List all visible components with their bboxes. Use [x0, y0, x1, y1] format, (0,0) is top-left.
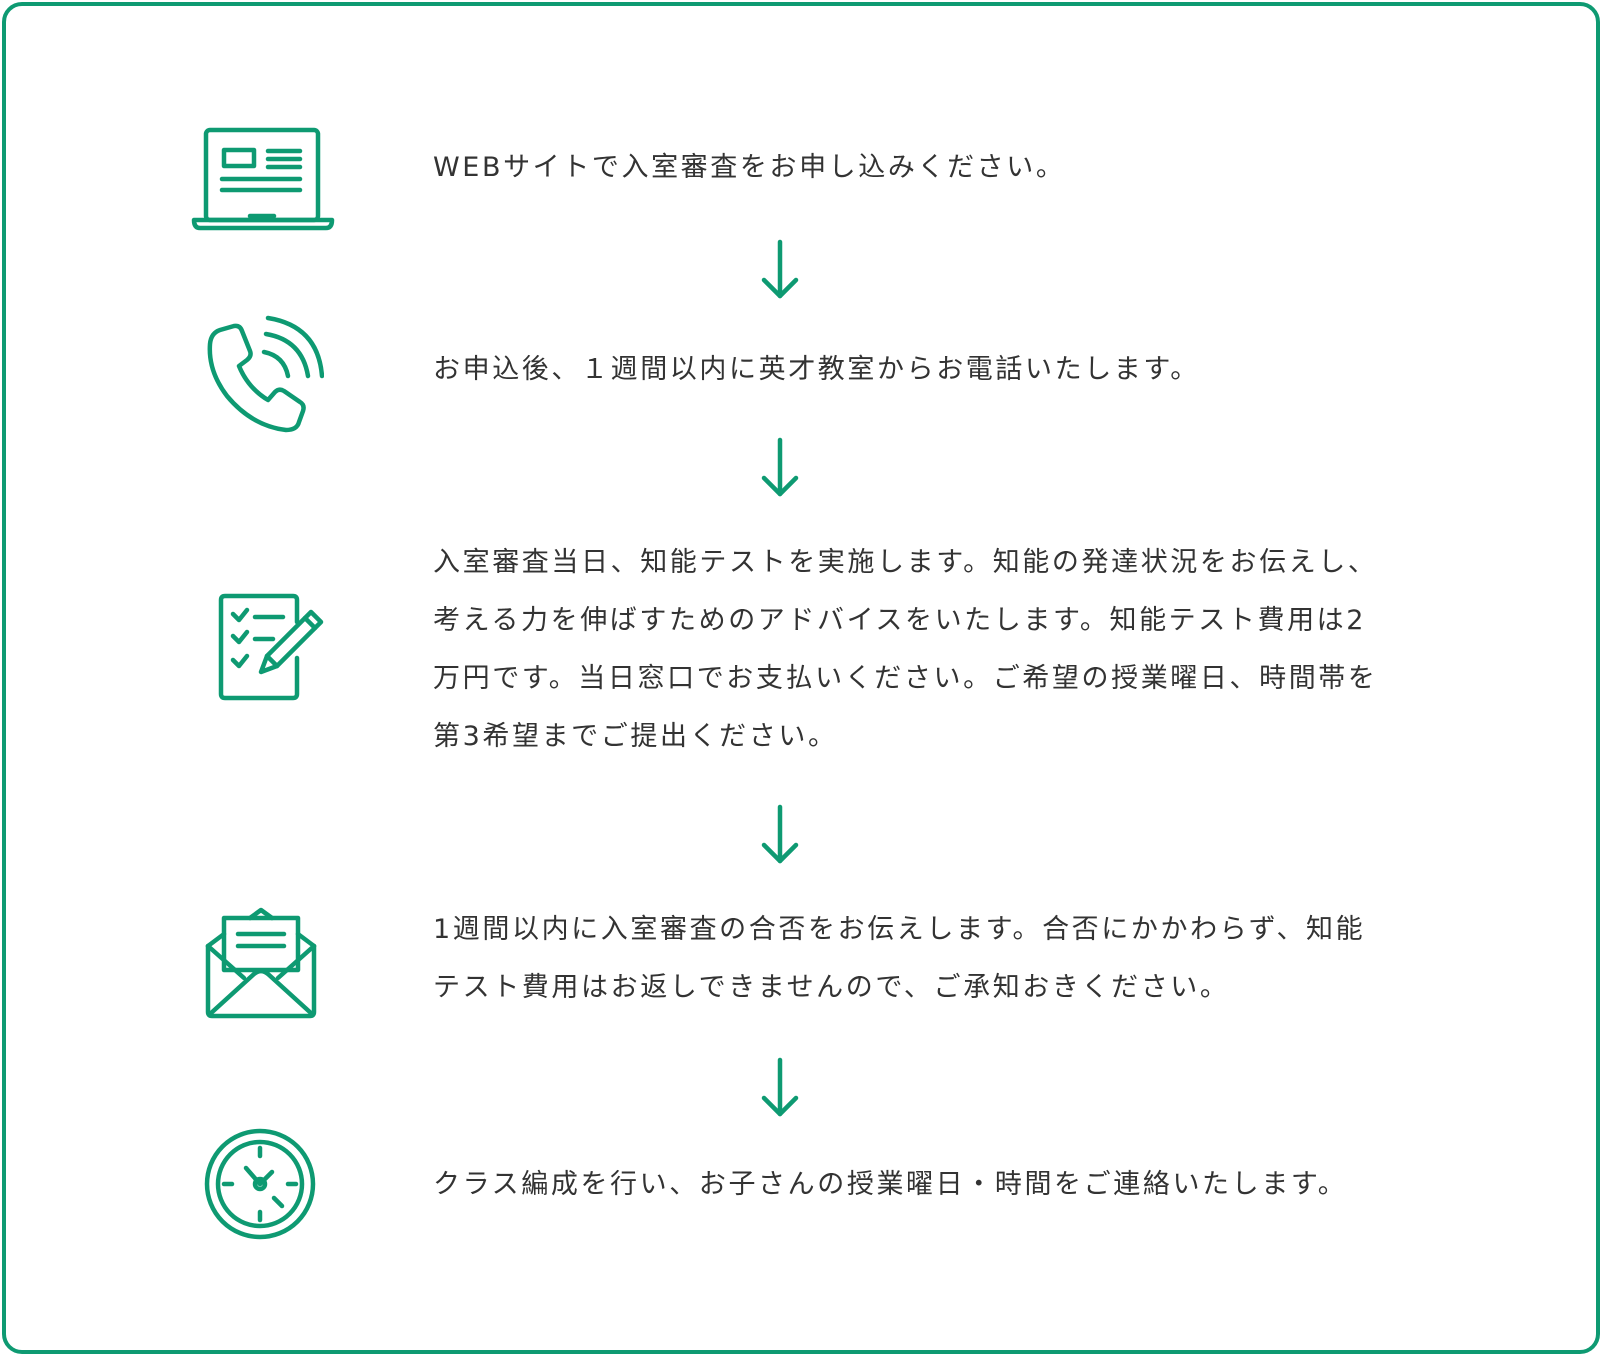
arrow-down-icon [761, 239, 799, 299]
step-5-text: クラス編成を行い、お子さんの授業曜日・時間をご連絡いたします。 [433, 1169, 1348, 1200]
open-envelope-icon [204, 906, 322, 1020]
step-4-text-line-1: 1週間以内に入室審査の合否をお伝えします。合否にかかわらず、知能 [433, 914, 1366, 945]
step-2-text: お申込後、１週間以内に英才教室からお電話いたします。 [433, 354, 1200, 385]
step-3-text-line-1: 入室審査当日、知能テストを実施します。知能の発達状況をお伝えし、 [433, 547, 1378, 578]
arrow-down-icon [761, 804, 799, 864]
step-3-text-line-4: 第3希望までご提出ください。 [433, 721, 838, 752]
step-3-text-line-3: 万円です。当日窓口でお支払いください。ご希望の授業曜日、時間帯を [433, 663, 1378, 694]
step-4-text-line-2: テスト費用はお返しできませんので、ご承知おきください。 [433, 972, 1230, 1003]
phone-icon [202, 314, 324, 436]
step-3-text-line-2: 考える力を伸ばすためのアドバイスをいたします。知能テスト費用は2 [433, 605, 1367, 636]
arrow-down-icon [761, 1057, 799, 1117]
step-1-text: WEBサイトで入室審査をお申し込みください。 [433, 152, 1066, 183]
arrow-down-icon [761, 437, 799, 497]
clock-icon [202, 1126, 318, 1242]
laptop-icon [190, 124, 336, 232]
checklist-pen-icon [217, 592, 331, 706]
